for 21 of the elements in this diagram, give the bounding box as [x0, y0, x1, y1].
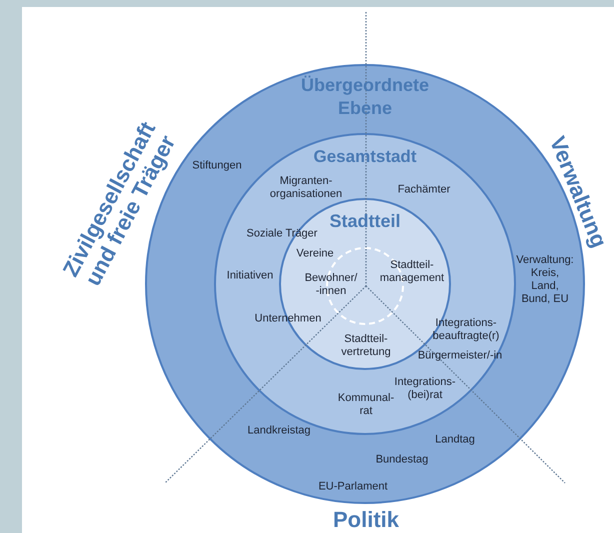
actor-label: Stadtteil- management: [380, 259, 444, 285]
actor-label: Migranten- organisationen: [270, 175, 342, 201]
sector-title: Politik: [333, 508, 399, 532]
ring-title: Übergeordnete Ebene: [300, 74, 430, 120]
actor-label: Stadtteil- vertretung: [341, 333, 391, 359]
actor-label: Vereine: [296, 248, 334, 260]
actor-label: Fachämter: [398, 184, 450, 196]
actor-label: Bundestag: [376, 454, 428, 466]
ring-title: Stadtteil: [328, 210, 402, 232]
actor-label: Bewohner/ -innen: [304, 272, 358, 298]
actor-label: Unternehmen: [254, 312, 322, 326]
actor-label: Verwaltung: Kreis, Land, Bund, EU: [516, 254, 574, 306]
actor-label: EU-Parlament: [318, 480, 388, 494]
actor-label: Initiativen: [226, 270, 274, 282]
actor-label: Kommunal- rat: [338, 392, 394, 418]
actor-label: Integrations- (bei)rat: [394, 376, 456, 402]
actor-label: Landtag: [435, 434, 475, 446]
actor-label: Integrations- beauftragte(r): [432, 317, 500, 343]
actor-label: Stiftungen: [192, 160, 242, 172]
actor-label: Landkreistag: [248, 424, 310, 438]
actor-label: Bürgermeister/-in: [418, 350, 502, 362]
